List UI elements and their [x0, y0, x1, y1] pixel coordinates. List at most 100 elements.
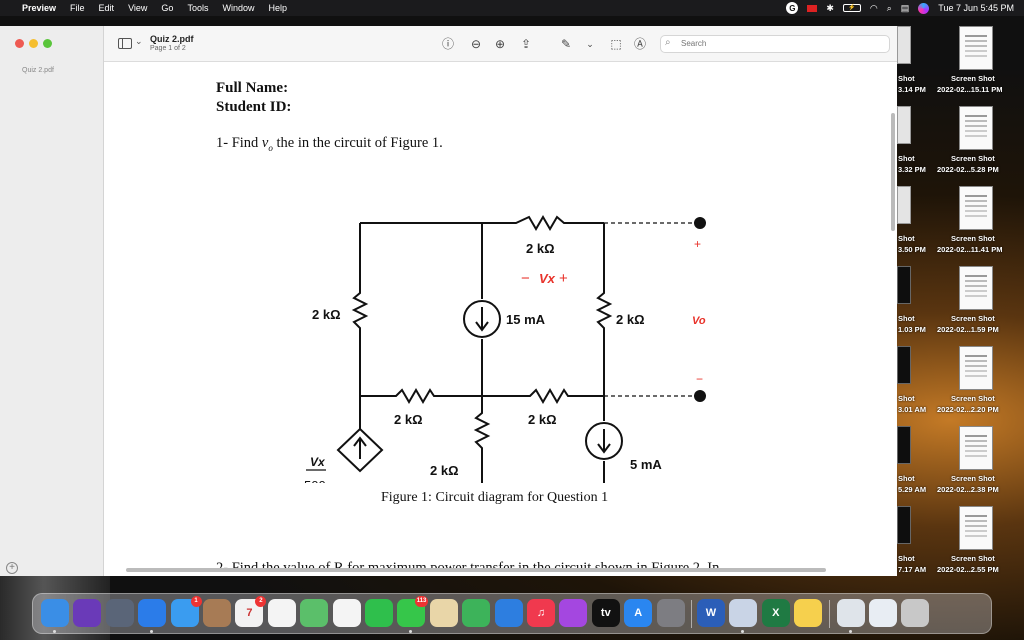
thumbnail-left [897, 266, 911, 304]
dock-app-store-icon[interactable]: A [624, 599, 653, 627]
rotate-icon[interactable]: ⬚ [610, 37, 622, 51]
search-input[interactable] [681, 39, 881, 48]
dock-running-indicator [741, 630, 745, 633]
dock-podcasts-icon[interactable] [559, 599, 588, 627]
thumbnail-right [959, 426, 993, 470]
app-menu[interactable]: Preview [22, 3, 57, 13]
menu-window[interactable]: Window [222, 3, 255, 13]
dock-messages-icon[interactable]: 113 [397, 596, 429, 627]
dock-facetime-icon[interactable] [365, 599, 393, 627]
dock-notes-icon[interactable] [794, 599, 823, 627]
dock-reminders-icon[interactable] [267, 599, 296, 627]
menu-edit[interactable]: Edit [98, 3, 115, 13]
menu-view[interactable]: View [128, 3, 148, 13]
menu-help[interactable]: Help [268, 3, 287, 13]
share-icon[interactable]: ⇪ [520, 37, 532, 51]
search-icon[interactable]: ⌕ [886, 2, 892, 13]
zoom-in-icon[interactable]: ⊕ [494, 37, 506, 51]
label-dep-den: 500 [304, 478, 326, 483]
menu-file[interactable]: File [70, 3, 85, 13]
desktop-file-1[interactable]: Shot 3.14 PM Screen Shot 2022-02...15.11… [897, 24, 1024, 104]
dock-safari-icon[interactable] [138, 599, 167, 627]
label-r-bottom-center: 2 kΩ [430, 463, 459, 478]
dock-freeform-icon[interactable] [429, 599, 458, 627]
file-left-sub: 3.14 PM [898, 85, 926, 94]
sidebar-file-label[interactable]: Quiz 2.pdf [22, 67, 54, 74]
wifi-icon[interactable]: ◠ [869, 2, 878, 13]
file-left-title: Shot [898, 394, 915, 403]
dock-contacts-icon[interactable] [203, 599, 231, 627]
menu-go[interactable]: Go [161, 3, 174, 13]
dock-finder-icon[interactable] [41, 599, 69, 627]
file-right-title: Screen Shot [951, 234, 995, 243]
annotate-icon[interactable]: Ⓐ [633, 37, 646, 51]
vertical-scrollbar[interactable] [891, 113, 895, 231]
dock-running-indicator [848, 630, 852, 633]
dock-downloads-stack-icon[interactable] [836, 599, 865, 627]
add-icon[interactable]: + [6, 562, 18, 574]
label-out-plus: + [694, 237, 701, 251]
thumbnail-left [897, 106, 911, 144]
battery-icon[interactable]: ⚡ [842, 4, 861, 12]
close-button[interactable] [15, 39, 24, 48]
dock-word-icon[interactable]: W [697, 599, 725, 627]
label-r-mid-right: 2 kΩ [528, 412, 557, 427]
dock-preview-icon[interactable] [729, 599, 758, 627]
document-view[interactable]: Full Name: Student ID: 1- Find vo the in… [104, 63, 897, 576]
label-i-center: 15 mA [506, 312, 546, 327]
dock-app-store-label: A [634, 607, 643, 619]
student-id-label: Student ID: [216, 99, 292, 115]
dock-numbers-icon[interactable] [462, 599, 491, 627]
bluetooth-icon[interactable]: ✱ [826, 2, 834, 13]
terminal-positive [694, 217, 706, 229]
chevron-down-icon[interactable]: ⌄ [135, 36, 143, 46]
dock-photos-icon[interactable] [332, 599, 361, 627]
dock-excel-icon[interactable]: X [761, 599, 790, 627]
thumbnail-right [959, 186, 993, 230]
control-center-icon[interactable]: ▤ [900, 2, 910, 13]
dock-keynote-icon[interactable] [494, 599, 523, 627]
horizontal-scrollbar[interactable] [126, 568, 826, 572]
wire-mid-left [360, 388, 482, 404]
siri-icon[interactable] [918, 2, 930, 14]
clock[interactable]: Tue 7 Jun 5:45 PM [938, 3, 1014, 13]
dock-mail-icon[interactable]: 1 [170, 596, 202, 627]
zoom-button[interactable] [43, 39, 52, 48]
dock-tv-icon[interactable]: tv [591, 599, 620, 627]
file-left-sub: 5.29 AM [898, 485, 927, 494]
flag-icon[interactable] [807, 4, 818, 12]
file-left-title: Shot [898, 234, 915, 243]
dock-system-preferences-icon[interactable] [656, 599, 685, 627]
desktop-files: Shot 3.14 PM Screen Shot 2022-02...15.11… [897, 24, 1024, 576]
dock-trash-icon[interactable] [901, 599, 930, 627]
dock-launchpad-icon[interactable] [105, 599, 134, 627]
markup-chevron-icon[interactable]: ⌄ [586, 39, 594, 49]
desktop-file-4[interactable]: Shot 1.03 PM Screen Shot 2022-02...1.59 … [897, 264, 1024, 344]
dock-siri-icon[interactable] [73, 599, 102, 627]
menu-tools[interactable]: Tools [187, 3, 209, 13]
desktop-file-6[interactable]: Shot 5.29 AM Screen Shot 2022-02...2.38 … [897, 424, 1024, 504]
search-field[interactable]: ⌕ [660, 35, 890, 53]
desktop-file-2[interactable]: Shot 3.32 PM Screen Shot 2022-02...5.28 … [897, 104, 1024, 184]
desktop-file-3[interactable]: Shot 3.50 PM Screen Shot 2022-02...11.41… [897, 184, 1024, 264]
dock-running-indicator [53, 630, 56, 633]
thumbnail-right [959, 26, 993, 70]
markup-icon[interactable]: ✎ [560, 37, 572, 51]
desktop-file-7[interactable]: Shot 7.17 AM Screen Shot 2022-02...2.55 … [897, 504, 1024, 584]
dock-mail-badge: 1 [190, 596, 202, 607]
arrowhead-15ma [475, 321, 489, 332]
dock-music-icon[interactable]: ♫ [527, 599, 555, 627]
google-drive-icon[interactable]: G [786, 2, 799, 14]
dock-maps-icon[interactable] [300, 599, 329, 627]
label-out-minus: − [696, 372, 703, 386]
wire-right [595, 223, 613, 421]
thumbnail-left [897, 346, 911, 384]
sidebar-toggle-icon[interactable] [118, 38, 132, 49]
dock-screenshots-stack-icon[interactable] [869, 599, 897, 627]
wire-mid-right [482, 388, 604, 404]
zoom-out-icon[interactable]: ⊖ [470, 37, 482, 51]
minimize-button[interactable] [29, 39, 38, 48]
info-icon[interactable]: ⓘ [441, 37, 454, 51]
desktop-file-5[interactable]: Shot 3.01 AM Screen Shot 2022-02...2.20 … [897, 344, 1024, 424]
